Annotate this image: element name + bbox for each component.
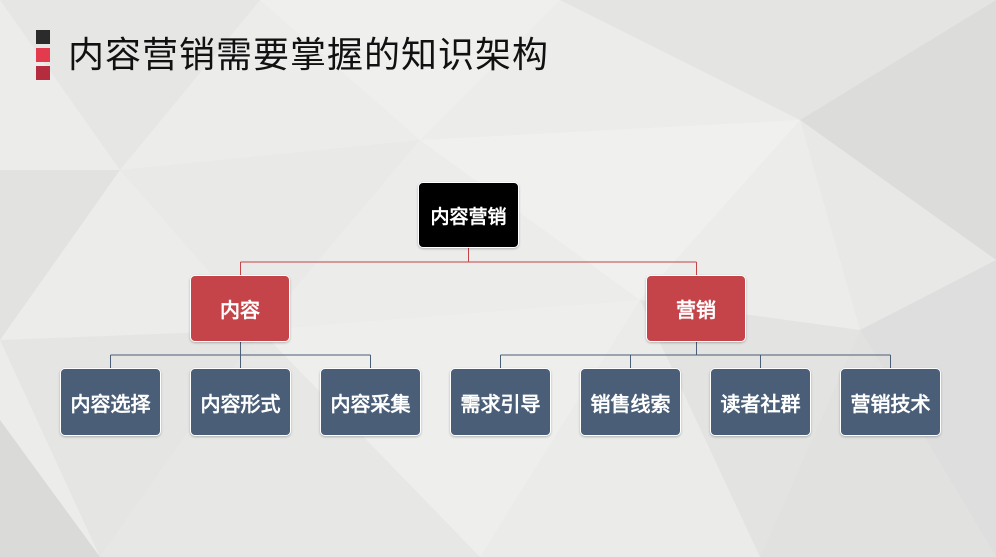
node-root: 内容营销 (418, 182, 519, 248)
node-leaf: 营销技术 (840, 368, 941, 436)
branch-connectors (110, 342, 891, 368)
node-branch-marketing: 营销 (646, 275, 746, 342)
page-title: 内容营销需要掌握的知识架构 (68, 35, 550, 76)
node-leaf: 内容形式 (190, 368, 291, 436)
root-connectors (240, 248, 697, 275)
node-leaf: 内容采集 (320, 368, 421, 436)
node-leaf: 需求引导 (450, 368, 551, 436)
accent-square-red (36, 48, 50, 62)
node-leaf: 内容选择 (60, 368, 161, 436)
node-branch-content: 内容 (190, 275, 290, 342)
accent-square-dark (36, 30, 50, 44)
title-accent (36, 30, 50, 84)
accent-square-maroon (36, 66, 50, 80)
node-leaf: 销售线索 (580, 368, 681, 436)
node-leaf: 读者社群 (710, 368, 811, 436)
